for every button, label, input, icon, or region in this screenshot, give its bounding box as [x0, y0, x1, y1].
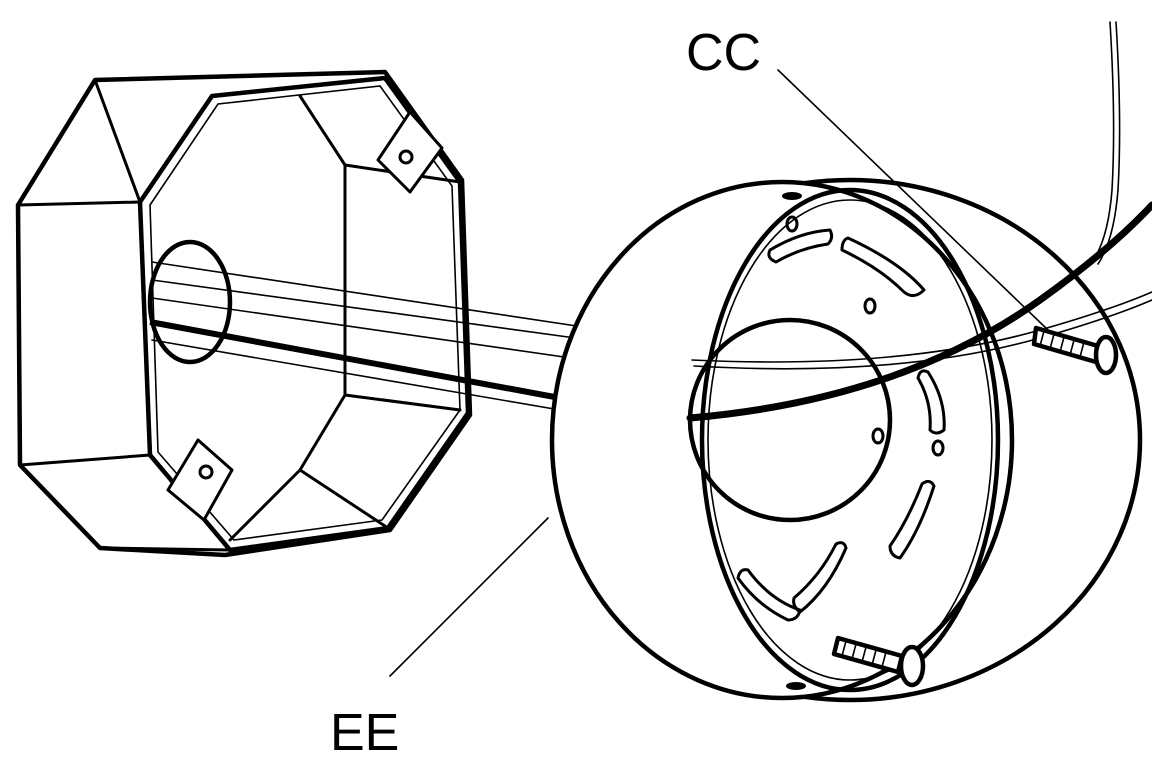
ring-notch-top	[782, 192, 802, 200]
bracket-slot-lower	[792, 541, 848, 614]
box-side-facet-top	[93, 78, 142, 204]
wire-vertical	[1091, 21, 1115, 263]
box-interior-facet-4	[298, 468, 390, 530]
screw-head-upper	[1093, 334, 1119, 376]
cable-line-4	[151, 339, 561, 411]
screw-head-lower	[898, 644, 926, 688]
box-interior-facet-3	[228, 393, 347, 542]
box-side-facet-bottom	[18, 453, 152, 467]
bracket-hole-3	[931, 439, 945, 457]
bracket-slot-right	[916, 369, 946, 435]
extension-ring-assembly	[549, 177, 1143, 703]
box-mounting-tab-lower	[166, 438, 234, 522]
leader-line-ee	[389, 517, 549, 677]
mounting-screw-upper	[1031, 325, 1119, 376]
bracket-hole-4	[785, 215, 799, 233]
cable-line-2	[151, 279, 591, 341]
tab-screw-hole-lower	[198, 464, 214, 480]
bracket-slot-upper-left	[767, 228, 834, 264]
cable-line-3	[151, 297, 586, 361]
bracket-hole-2	[871, 427, 885, 445]
wire-thin-curve-2	[693, 299, 1152, 370]
ring-notch-bottom	[786, 682, 806, 690]
leader-line-cc	[777, 69, 1049, 331]
cable-line-1	[151, 261, 591, 329]
mounting-screw-lower	[831, 635, 926, 688]
box-mounting-tab-upper	[376, 110, 444, 194]
wire-vertical-2	[1097, 21, 1121, 265]
label-ee: EE	[330, 704, 399, 760]
ring-front-face	[549, 179, 1015, 701]
cable-bundle	[149, 261, 591, 411]
bracket-rim	[699, 187, 1001, 693]
bracket-slot-left	[736, 568, 802, 622]
wire-thick-curve	[686, 201, 1152, 422]
box-side-facet-bottom-corner	[98, 546, 232, 552]
bracket-slot-upper	[840, 236, 926, 297]
octagonal-junction-box	[15, 69, 473, 558]
wire-thin-curve	[691, 291, 1152, 363]
bracket-hole-1	[863, 297, 877, 315]
cable-thick	[149, 319, 561, 401]
bracket-slot-right-lower	[888, 479, 936, 560]
box-knockout-hole	[147, 239, 233, 365]
wires	[686, 21, 1152, 422]
tab-screw-hole-upper	[398, 149, 414, 165]
label-cc: CC	[686, 24, 761, 82]
bracket-rim-inner	[707, 199, 993, 681]
box-side-facet-left	[16, 200, 142, 207]
